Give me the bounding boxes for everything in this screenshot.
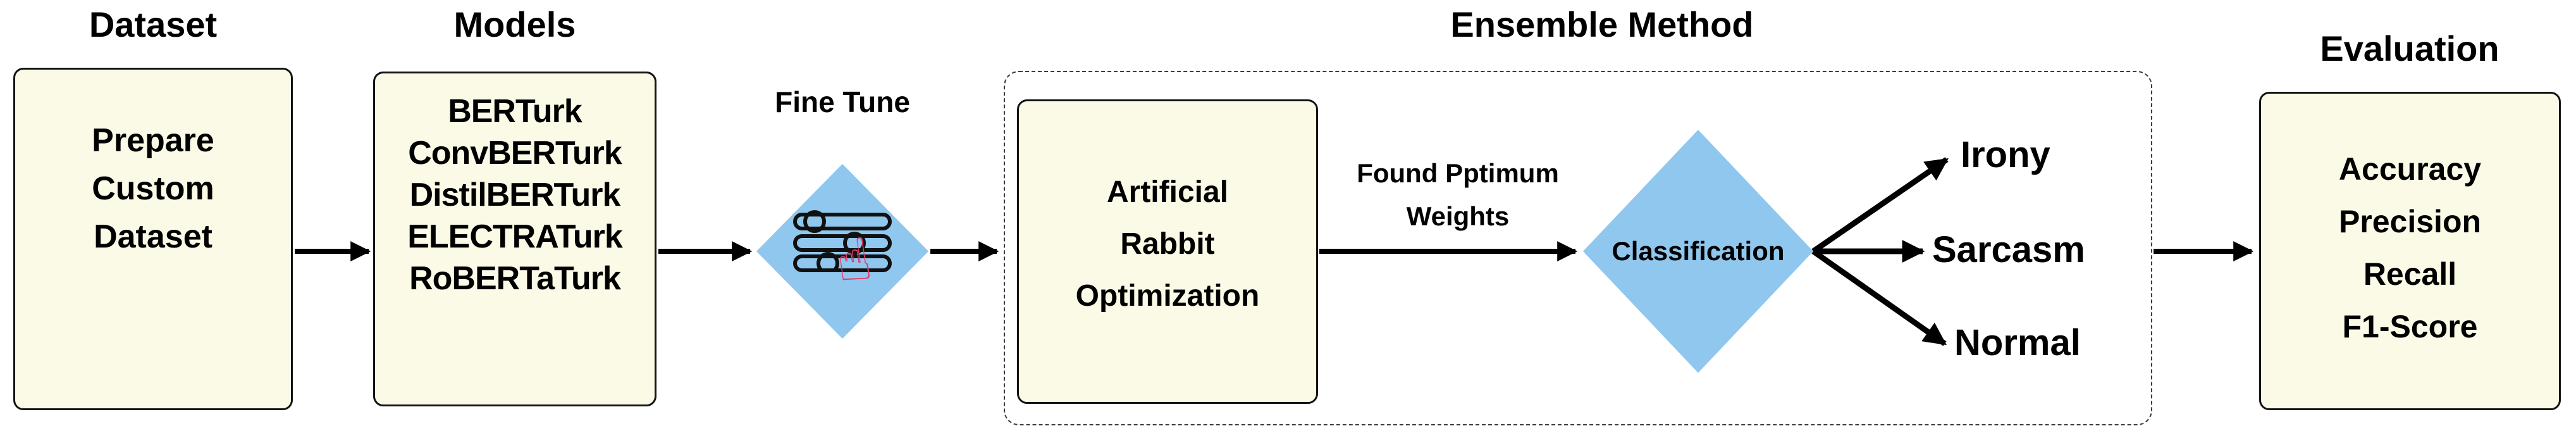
model-name: RoBERTaTurk (409, 260, 621, 297)
evaluation-metric: Recall (2363, 256, 2457, 292)
fine-tune-label: Fine Tune (775, 85, 910, 118)
dataset-box-line: Dataset (94, 218, 213, 255)
evaluation-metric: F1-Score (2342, 308, 2478, 344)
aro-box-line: Rabbit (1120, 227, 1215, 261)
model-name: DistilBERTurk (409, 176, 621, 213)
found-optimum-weights-label: Found Pptimum Weights (1331, 152, 1584, 238)
arrow-classification-to-normal (1811, 249, 1947, 346)
output-sarcasm-label: Sarcasm (1932, 229, 2085, 270)
classification-label: Classification (1612, 236, 1785, 266)
evaluation-metric: Accuracy (2338, 151, 2482, 187)
aro-box-line: Artificial (1106, 175, 1229, 209)
models-list-box: BERTurk ConvBERTurk DistilBERTurk ELECTR… (373, 72, 656, 406)
model-name: ConvBERTurk (408, 134, 622, 172)
found-optimum-weights-line: Found Pptimum (1357, 158, 1559, 188)
output-irony-label: Irony (1961, 134, 2050, 175)
prepare-custom-dataset-box: Prepare Custom Dataset (13, 68, 293, 410)
ensemble-method-header: Ensemble Method (1450, 4, 1754, 44)
dataset-box-line: Prepare (92, 122, 214, 159)
evaluation-metric: Precision (2338, 203, 2482, 239)
dataset-box-line: Custom (92, 170, 214, 207)
sliders-icon (793, 210, 892, 272)
dataset-header: Dataset (89, 4, 218, 44)
aro-box-line: Optimization (1075, 279, 1260, 313)
artificial-rabbit-optimization-box: Artificial Rabbit Optimization (1017, 99, 1318, 404)
found-optimum-weights-line: Weights (1406, 201, 1510, 231)
ensemble-method-container (1004, 71, 2152, 425)
model-name: ELECTRATurk (407, 218, 623, 255)
evaluation-metrics-box: Accuracy Precision Recall F1-Score (2259, 92, 2561, 410)
output-normal-label: Normal (1954, 322, 2081, 363)
evaluation-header: Evaluation (2320, 28, 2499, 68)
arrow-classification-to-irony (1811, 157, 1949, 254)
model-name: BERTurk (448, 92, 582, 130)
models-header: Models (453, 4, 576, 44)
